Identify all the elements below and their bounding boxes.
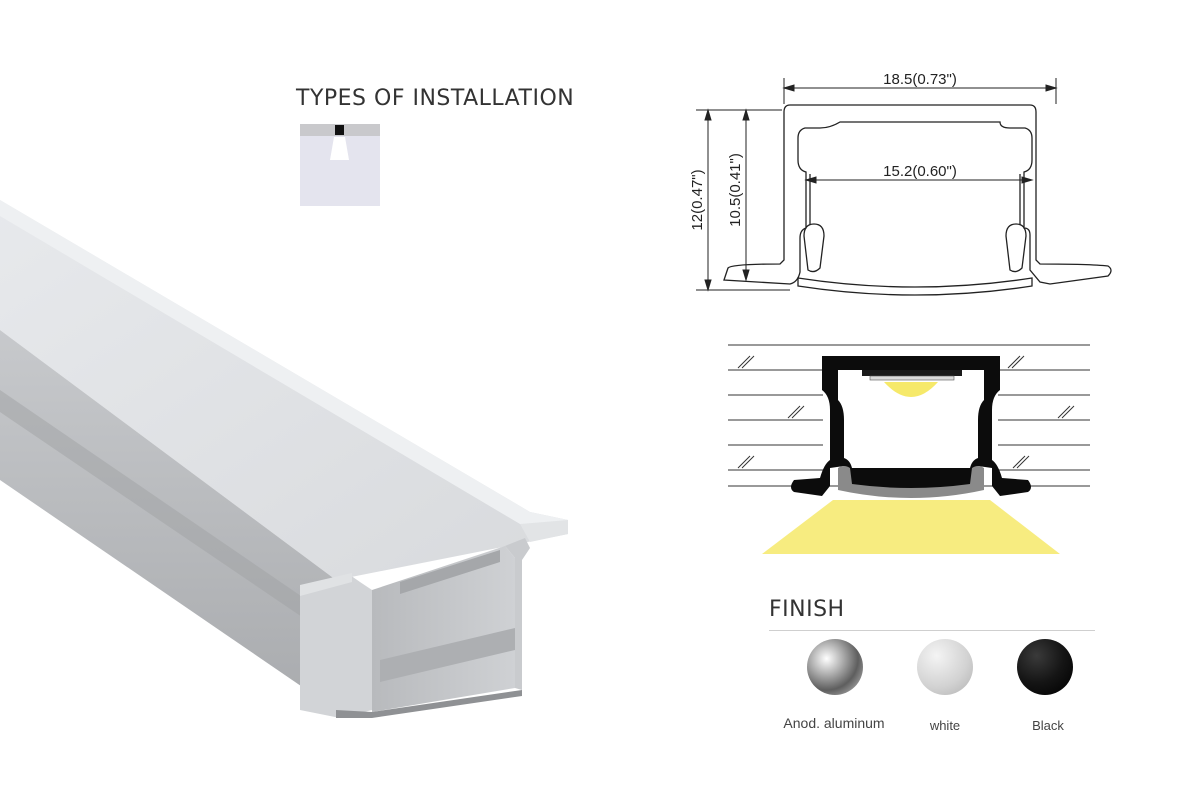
- light-beam: [762, 500, 1060, 554]
- finish-title: FINISH: [769, 597, 845, 622]
- finish-label-white: white: [929, 718, 961, 733]
- installation-title: TYPES OF INSTALLATION: [296, 86, 575, 111]
- installed-section-illustration: [728, 344, 1090, 554]
- inner-width-label: 15.2(0.60"): [883, 163, 957, 180]
- finish-swatch-anodized[interactable]: [806, 638, 864, 696]
- inner-height-label: 10.5(0.41"): [727, 153, 744, 227]
- recessed-install-icon: [300, 124, 380, 206]
- finish-swatch-white[interactable]: [916, 638, 974, 696]
- finish-swatch-black[interactable]: [1016, 638, 1074, 696]
- finish-divider: [769, 630, 1095, 631]
- dimension-drawing: 18.5(0.73") 15.2(0.60") 12(0.47") 10.5(0…: [689, 71, 1112, 296]
- profile-3d-render: [0, 200, 568, 718]
- outer-width-label: 18.5(0.73"): [883, 71, 957, 88]
- finish-label-black: Black: [1032, 718, 1064, 733]
- finish-label-anodized: Anod. aluminum: [783, 715, 885, 731]
- total-height-label: 12(0.47"): [689, 169, 706, 230]
